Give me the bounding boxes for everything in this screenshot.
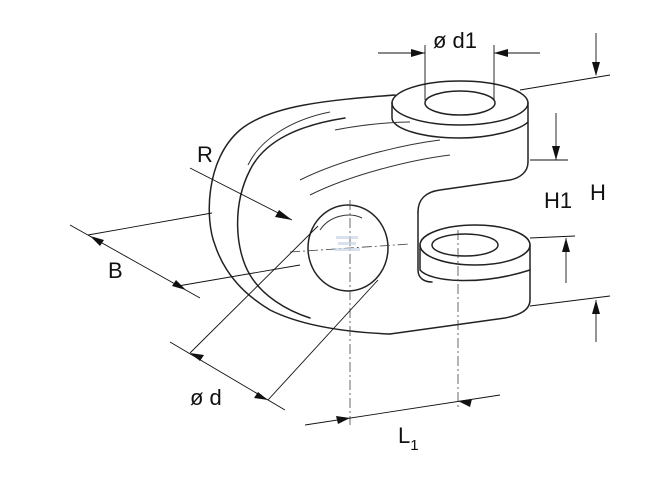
label-r: R <box>197 142 213 167</box>
top-edge-3 <box>334 121 411 131</box>
lower-lug-top <box>419 224 531 266</box>
center-lines <box>289 200 459 425</box>
top-edge-1 <box>299 139 441 181</box>
dimension-r: R <box>189 142 293 221</box>
dimension-d1: ø d1 <box>378 28 540 100</box>
yoke-outer-curve <box>208 94 396 335</box>
watermark-mark <box>334 236 360 251</box>
upper-lug-front <box>391 102 529 139</box>
dimension-b: B <box>69 212 301 299</box>
dimension-h: H <box>519 33 611 342</box>
dimension-l1: L1 <box>304 394 501 454</box>
slot-edge <box>417 211 433 283</box>
lower-lug-front <box>419 244 531 282</box>
top-edge-2 <box>309 154 451 196</box>
upper-lug-side <box>417 102 529 213</box>
clevis-body <box>208 80 531 335</box>
label-h: H <box>590 180 606 205</box>
yoke-shade-curve <box>247 111 331 166</box>
cross-bore <box>307 204 389 292</box>
yoke-inner-curve <box>236 117 346 319</box>
label-d: ø d <box>190 385 222 410</box>
dimension-h1: H1 <box>529 113 576 283</box>
lower-lug-hole <box>431 233 499 257</box>
dimension-d: ø d <box>169 225 379 411</box>
lower-lug-side <box>389 244 531 335</box>
cross-bore-inner <box>319 214 363 231</box>
label-d1: ø d1 <box>433 28 477 53</box>
label-b: B <box>108 258 123 283</box>
label-l1: L1 <box>398 423 419 454</box>
label-h1: H1 <box>544 188 572 213</box>
upper-lug-top <box>391 80 529 126</box>
upper-lug-hole <box>424 90 496 116</box>
